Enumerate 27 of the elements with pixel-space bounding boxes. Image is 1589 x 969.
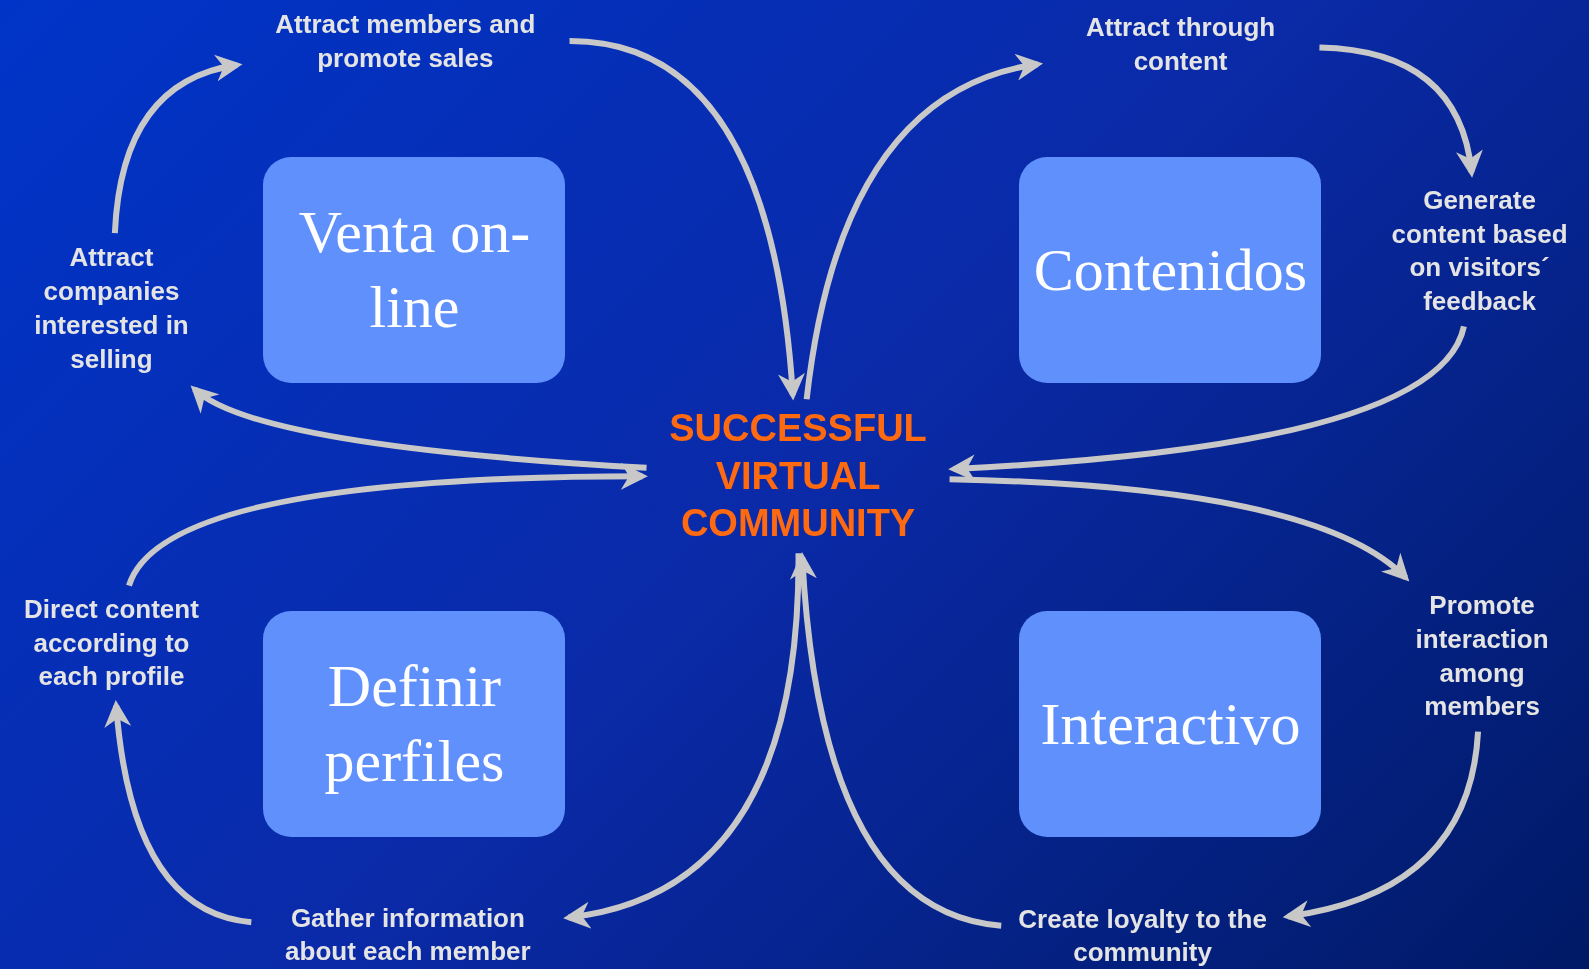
step-label: Gather information about each member (253, 897, 563, 969)
step-label: Promote interaction among members (1393, 583, 1571, 730)
step-label: Direct content according to each profile (5, 587, 218, 700)
step-label: Create loyalty to the community (1003, 899, 1282, 969)
center-title: SUCCESSFUL VIRTUAL COMMUNITY (648, 401, 948, 552)
step-label: Attract companies interested in selling (25, 235, 198, 384)
curved-arrow (1282, 731, 1482, 927)
box-title: Contenidos (1033, 235, 1308, 305)
step-label: Generate content based on visitors´ feedback (1373, 178, 1586, 325)
box-title: Definir perfiles (323, 652, 506, 797)
curved-arrow (949, 476, 1410, 582)
curved-arrow (190, 385, 647, 471)
rounded-box (263, 157, 566, 384)
curved-arrow (790, 552, 1002, 929)
box-title: Venta on-line (297, 198, 532, 343)
rounded-box (1019, 611, 1322, 838)
curved-arrow (569, 38, 805, 401)
step-label: Attract through content (1043, 8, 1318, 82)
curved-arrow (563, 553, 802, 928)
step-label: Attract members and promote sales (243, 4, 568, 80)
curved-arrow (1319, 44, 1482, 178)
box-title: Interactivo (1040, 689, 1301, 759)
rounded-box (1019, 157, 1322, 384)
rounded-box (263, 611, 566, 838)
curved-arrow (111, 55, 243, 234)
curved-arrow (803, 55, 1043, 400)
curved-arrow (104, 699, 252, 926)
